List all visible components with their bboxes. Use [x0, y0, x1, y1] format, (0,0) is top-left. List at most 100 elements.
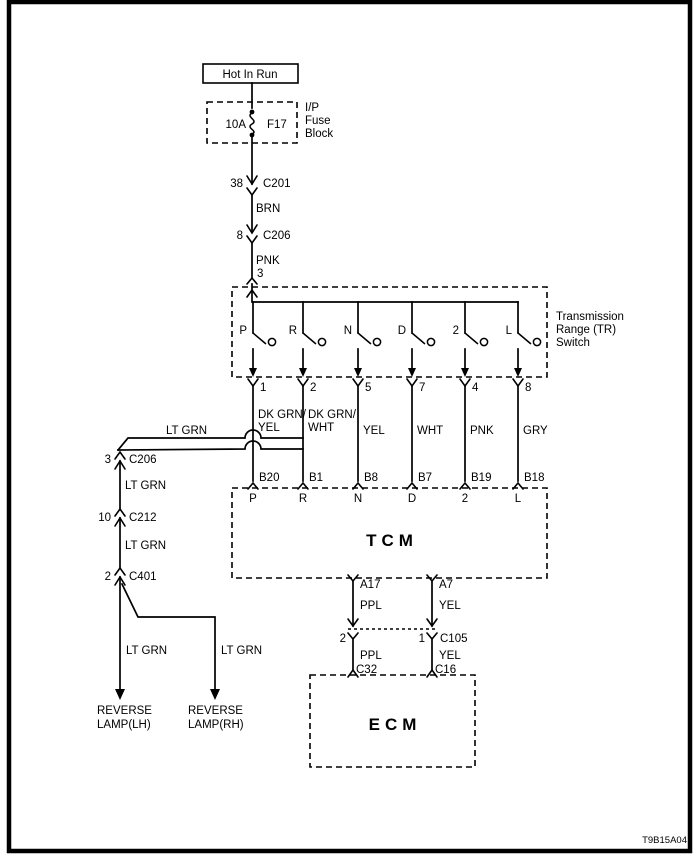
tr-switch: Transmission Range (TR) Switch P 1 R 2: [231, 283, 624, 394]
tcm-module: TCM B20 B1 B8 B7 B19 B18 P R N D 2 L A17…: [231, 472, 548, 628]
pin-cap-icon: [352, 378, 364, 388]
position-label: N: [344, 325, 352, 337]
switch-blade-icon: [411, 332, 426, 345]
reverse-lamp-rh-label-2: LAMP(RH): [188, 719, 244, 731]
switch-blade-icon: [252, 332, 267, 345]
pin-cap-icon: [512, 378, 524, 388]
pin-cap-icon: [347, 574, 359, 583]
tcm-pin-position: R: [299, 493, 307, 505]
pin-cap-icon: [406, 378, 418, 388]
down-arrow-icon: [408, 368, 416, 377]
ecm-module: ECM: [309, 668, 476, 768]
wire-color-ltgrn: LT GRN: [126, 645, 167, 657]
pin-cap-icon: [459, 378, 471, 388]
down-arrow-icon: [249, 368, 257, 377]
power-source-box: [202, 63, 299, 84]
wire-color-pnk: PNK: [256, 255, 280, 267]
c212-pin-label: 10: [98, 512, 111, 524]
up-arrow-icon: [246, 288, 258, 298]
position-label: D: [398, 325, 406, 337]
pin-cap-icon: [406, 481, 418, 490]
switch-branch-2: 2 4: [453, 301, 489, 394]
tcm-pin-position: N: [354, 493, 362, 505]
switch-blade-icon: [464, 332, 479, 345]
c105-name-label: C105: [440, 633, 468, 645]
tcm-pin: B18: [524, 472, 544, 484]
tcm-pin-position: 2: [462, 493, 468, 505]
down-arrow-icon: [299, 368, 307, 377]
ecm-pin-c32: C32: [356, 664, 377, 676]
fuse-block: 10A F17 I/P Fuse Block: [206, 101, 333, 144]
pin-cap-icon: [512, 481, 524, 490]
pin-number: 1: [260, 382, 266, 394]
pin-cap-icon: [347, 668, 359, 678]
c206-name-label: C206: [263, 230, 291, 242]
position-label: R: [289, 325, 297, 337]
wire-color-ppl: PPL: [360, 650, 382, 662]
wire-color-yel: YEL: [439, 600, 461, 612]
switch-branch-n: N 5: [344, 301, 382, 394]
reverse-lamp-lh-label-2: LAMP(LH): [97, 719, 151, 731]
pin-number: 7: [419, 382, 425, 394]
down-arrow-icon: [426, 618, 438, 628]
tcm-pin-position: P: [249, 493, 257, 505]
reverse-junction: LT GRN: [116, 425, 304, 452]
wire-color-ltgrn: LT GRN: [125, 540, 166, 552]
down-arrow-icon: [354, 368, 362, 377]
switch-branch-l: L 8: [506, 301, 542, 394]
c401-name-label: C401: [129, 571, 157, 583]
tcm-pin: B8: [364, 472, 378, 484]
fuse-block-label-1: I/P: [305, 102, 319, 114]
c212-name-label: C212: [129, 512, 157, 524]
c206-3-pin-label: 3: [105, 454, 111, 466]
switch-blade-icon: [517, 332, 532, 345]
pin-number: 4: [472, 382, 479, 394]
switch-blade-icon: [357, 332, 372, 345]
wire-color: DK GRN/: [258, 409, 307, 421]
wire-color-ltgrn: LT GRN: [221, 645, 262, 657]
position-label: 2: [453, 325, 459, 337]
c105-connector: 2 1 C105 PPL YEL C32 C16: [340, 628, 468, 676]
pin-cap-icon: [297, 481, 309, 490]
fuse-block-label-3: Block: [305, 128, 333, 140]
diagram-id: T9B15A04: [642, 835, 687, 846]
switch-branch-r: R 2: [289, 301, 327, 394]
tr-entry-pin-label: 3: [257, 268, 263, 280]
pin-cap-icon: [347, 632, 359, 641]
switch-contact-icon: [372, 337, 382, 347]
wire-color: WHT: [417, 425, 443, 437]
tcm-name: TCM: [366, 531, 418, 550]
wire: [120, 582, 216, 692]
down-arrow-icon: [347, 618, 359, 628]
c206-pin-label: 8: [237, 230, 243, 242]
tr-entry-cap-icon: [246, 276, 258, 285]
tcm-box: [231, 487, 548, 579]
reverse-lamp-rh-label-1: REVERSE: [188, 705, 243, 717]
wire-color-ppl: PPL: [360, 600, 382, 612]
switch-to-tcm-wires: DK GRN/ YEL DK GRN/ WHT YEL WHT PNK GRY: [252, 385, 548, 482]
pin-cap-icon: [352, 481, 364, 490]
wire-color-brn: BRN: [256, 203, 280, 215]
down-arrow-icon: [210, 689, 220, 700]
tcm-pin: B19: [471, 472, 491, 484]
pin-number: 2: [310, 382, 316, 394]
ecm-pin-c16: C16: [435, 664, 456, 676]
wire-color: PNK: [470, 425, 494, 437]
fuse-id-label: F17: [267, 119, 287, 131]
wire-color: YEL: [363, 425, 385, 437]
pin-cap-icon: [426, 632, 438, 641]
wire-color-ltgrn: LT GRN: [166, 425, 207, 437]
switch-contact-icon: [267, 337, 277, 347]
tr-switch-label-1: Transmission: [556, 311, 624, 323]
tr-switch-label-2: Range (TR): [556, 324, 616, 336]
fuse-element-icon: [249, 112, 255, 135]
power-source-label: Hot In Run: [223, 69, 278, 81]
tcm-pin: B1: [309, 472, 323, 484]
down-arrow-icon: [514, 368, 522, 377]
pin-number: 5: [365, 382, 371, 394]
tcm-pin-a17: A17: [360, 579, 380, 591]
pin-cap-icon: [247, 481, 259, 490]
pin-cap-icon: [459, 481, 471, 490]
